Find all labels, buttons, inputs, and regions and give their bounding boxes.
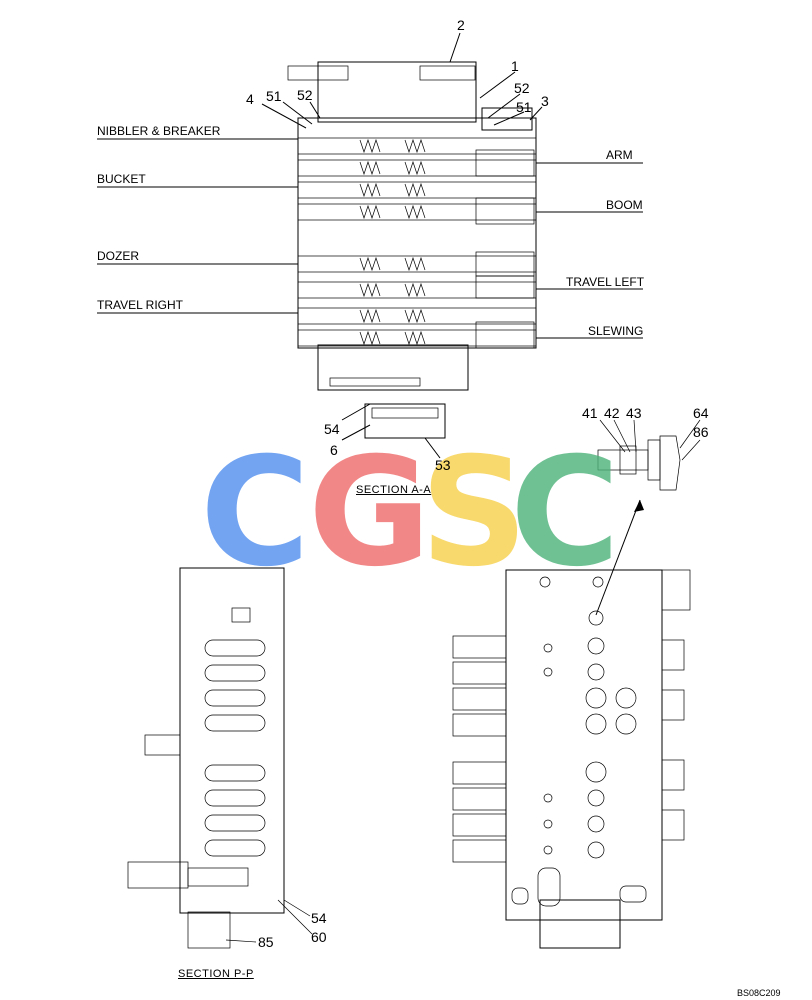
label-travel-left: TRAVEL LEFT bbox=[566, 275, 645, 289]
valve-body-front bbox=[452, 569, 691, 949]
leader-lines-top bbox=[97, 32, 643, 459]
watermark-letter-s: S bbox=[420, 426, 529, 600]
watermark-letter-c1: C bbox=[200, 426, 311, 600]
callout-86: 86 bbox=[693, 424, 709, 440]
callout-60: 60 bbox=[311, 929, 327, 945]
callout-6: 6 bbox=[330, 442, 338, 458]
callout-54-bottom: 54 bbox=[311, 910, 327, 926]
detail-aa bbox=[597, 419, 701, 491]
callout-42: 42 bbox=[604, 405, 620, 421]
label-boom: BOOM bbox=[606, 198, 643, 212]
callout-51-left: 51 bbox=[266, 88, 282, 104]
callout-64: 64 bbox=[693, 405, 709, 421]
main-valve-assembly bbox=[287, 61, 537, 439]
callout-43: 43 bbox=[626, 405, 642, 421]
label-nibbler-breaker: NIBBLER & BREAKER bbox=[97, 124, 221, 138]
watermark-letter-g: G bbox=[308, 426, 432, 600]
section-aa-title: SECTION A-A bbox=[356, 484, 432, 496]
label-dozer: DOZER bbox=[97, 249, 139, 263]
detail-arrow-line bbox=[595, 499, 641, 616]
callout-54-top: 54 bbox=[324, 421, 340, 437]
label-bucket: BUCKET bbox=[97, 172, 146, 186]
callout-85: 85 bbox=[258, 934, 274, 950]
label-travel-right: TRAVEL RIGHT bbox=[97, 298, 184, 312]
callout-51-right: 51 bbox=[516, 99, 532, 115]
callout-3: 3 bbox=[541, 93, 549, 109]
label-slewing: SLEWING bbox=[588, 324, 644, 338]
section-pp-title: SECTION P-P bbox=[178, 968, 254, 980]
section-pp-drawing bbox=[127, 567, 313, 949]
label-arm: ARM bbox=[606, 148, 633, 162]
callout-2: 2 bbox=[457, 17, 465, 33]
detail-arrow-head bbox=[634, 500, 644, 512]
callout-52-right: 52 bbox=[514, 80, 530, 96]
callout-4: 4 bbox=[246, 91, 254, 107]
drawing-code: BS08C209 bbox=[737, 988, 781, 998]
callout-41: 41 bbox=[582, 405, 598, 421]
watermark-letter-c2: C bbox=[510, 426, 621, 600]
callout-1: 1 bbox=[511, 58, 519, 74]
callout-53: 53 bbox=[435, 457, 451, 473]
callout-52-left: 52 bbox=[297, 87, 313, 103]
